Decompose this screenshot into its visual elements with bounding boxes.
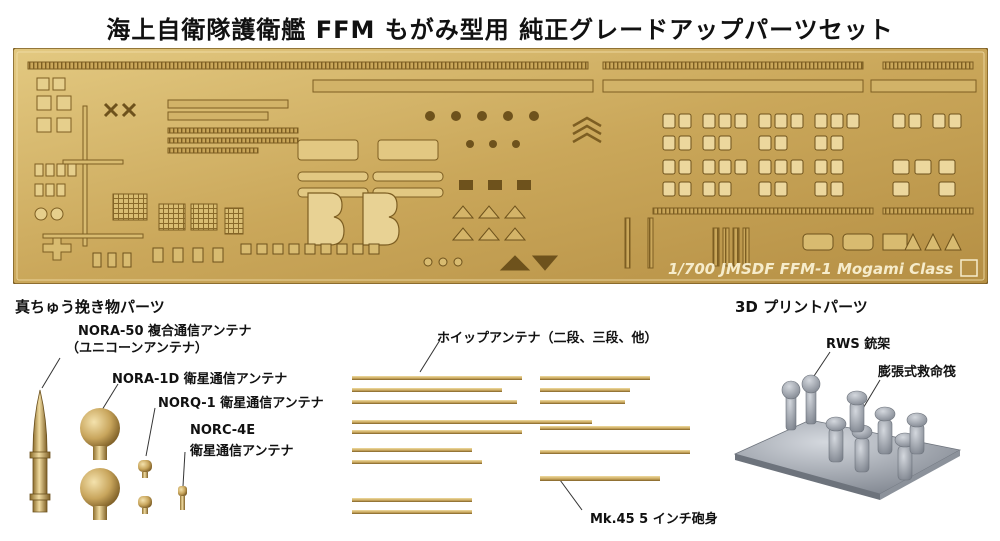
railing-parts (27, 61, 977, 215)
deck-panels (34, 77, 77, 221)
turned-parts-title: 真ちゅう挽き物パーツ (15, 298, 165, 316)
whip-antenna-parts (352, 376, 690, 514)
window-frame-parts (662, 113, 962, 197)
shield-parts (451, 205, 559, 271)
x-parts (103, 102, 137, 118)
rws-label: RWS 銃架 (826, 337, 891, 352)
nora1d-label: NORA-1D 衛星通信アンテナ (112, 372, 288, 387)
whip-label: ホイップアンテナ（二段、三段、他） (437, 331, 658, 346)
ladder-parts (167, 99, 299, 154)
grating-parts (112, 193, 244, 235)
nora50-part (29, 389, 51, 513)
norc4e-part (178, 486, 187, 510)
photo-etched-fret: 1/700 JMSDF FFM-1 Mogami Class (13, 48, 988, 284)
leader-lines (41, 339, 881, 511)
vertical-ladder-parts (624, 217, 750, 269)
small-fitting-parts (425, 111, 539, 190)
mk45-label: Mk.45 5 インチ砲身 (590, 512, 718, 527)
norq1-label: NORQ-1 衛星通信アンテナ (158, 396, 324, 411)
bottom-fitting-parts (92, 232, 962, 268)
page-title: 海上自衛隊護衛艦 FFM もがみ型用 純正グレードアップパーツセット (106, 16, 894, 44)
norq1-parts (138, 460, 152, 514)
nora1d-parts (80, 408, 120, 520)
chevron-parts (572, 116, 602, 144)
print-parts-title: 3D プリントパーツ (735, 298, 868, 316)
norc4e-label-line1: NORC-4E (190, 423, 256, 438)
fret-scale-label: 1/700 JMSDF FFM-1 Mogami Class (668, 260, 953, 278)
liferaft-label: 膨張式救命筏 (878, 365, 957, 380)
nora50-label-line2: （ユニコーンアンテナ） (66, 341, 208, 356)
cross-parts (42, 105, 144, 261)
turned-parts-illustration (29, 339, 962, 520)
print-parts (733, 374, 962, 500)
norc4e-label-line2: 衛星通信アンテナ (190, 444, 294, 459)
bracket-parts (307, 192, 400, 246)
nora50-label-line1: NORA-50 複合通信アンテナ (78, 324, 252, 339)
